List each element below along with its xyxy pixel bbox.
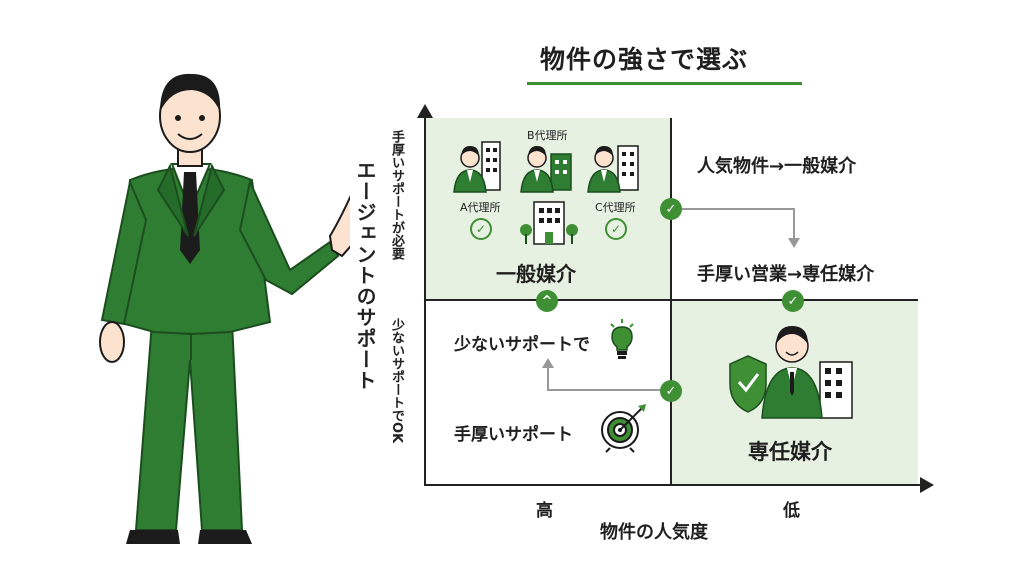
exclusive-brokerage-label: 専任媒介 — [748, 440, 832, 464]
x-axis-title: 物件の人気度 — [600, 522, 708, 543]
less-support-note: 少ないサポートで — [454, 335, 590, 355]
check-icon: ✓ — [660, 198, 682, 220]
flow-arrow-left-up — [542, 358, 668, 391]
agency-c-label: C代理所 — [595, 201, 636, 214]
y-axis-high-label: 手厚いサポートが必要 — [389, 130, 404, 260]
x-axis-line — [424, 484, 924, 486]
agent-b-icon — [520, 146, 572, 193]
check-icon: ✓ — [782, 290, 804, 312]
horizontal-divider — [425, 299, 918, 301]
y-axis-low-label: 少ないサポートでOK — [389, 318, 404, 444]
target-icon — [601, 404, 646, 453]
intensive-sales-note: 手厚い営業→専任媒介 — [697, 264, 875, 285]
check-icon: ✓ — [660, 380, 682, 402]
check-icon: ✓ — [605, 218, 627, 240]
chevron-up-icon: ^ — [536, 290, 558, 312]
exclusive-agent-icon — [729, 326, 853, 419]
lightbulb-icon — [610, 319, 634, 359]
agency-a-label: A代理所 — [460, 201, 501, 214]
popular-property-note: 人気物件→一般媒介 — [697, 156, 857, 177]
office-building-icon — [520, 201, 578, 245]
presenter-illustration — [99, 73, 350, 544]
general-brokerage-label: 一般媒介 — [496, 262, 576, 286]
vertical-divider — [670, 118, 672, 484]
x-axis-arrowhead — [920, 477, 934, 493]
diagram-title: 物件の強さで選ぶ — [540, 45, 749, 74]
x-axis-high-label: 高 — [536, 501, 553, 521]
check-icon: ✓ — [470, 218, 492, 240]
agent-c-icon — [587, 145, 639, 193]
agency-b-label: B代理所 — [527, 129, 568, 142]
intensive-support-note: 手厚いサポート — [454, 425, 573, 445]
title-underline — [527, 82, 802, 85]
flow-arrow-right-down — [682, 208, 800, 248]
agent-a-icon — [453, 141, 501, 193]
y-axis-arrowhead — [417, 104, 433, 118]
x-axis-low-label: 低 — [783, 501, 800, 521]
y-axis-title: エージェントのサポート — [353, 160, 377, 391]
